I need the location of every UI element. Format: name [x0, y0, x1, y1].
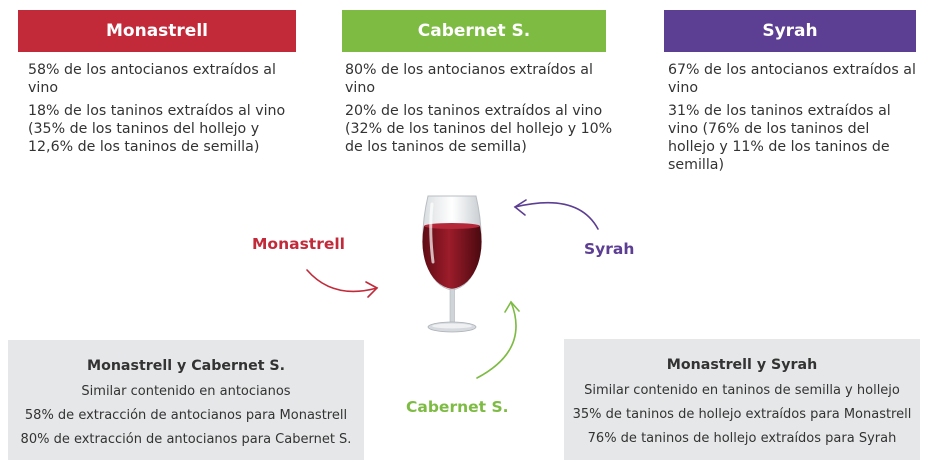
desc-cabernet-anthocyanins: 80% de los antocianos extraídos al vino: [345, 62, 593, 96]
label-syrah: Syrah: [584, 240, 635, 258]
desc-cabernet-tannins: 20% de los taninos extraídos al vino (32…: [345, 103, 613, 155]
desc-syrah: 67% de los antocianos extraídos al vino …: [668, 61, 918, 179]
desc-monastrell-tannins: 18% de los taninos extraídos al vino (35…: [28, 103, 286, 155]
panel-monastrell-cabernet: Monastrell y Cabernet S. Similar conteni…: [8, 340, 364, 460]
panel-monastrell-syrah-line-3: 76% de taninos de hollejo extraídos para…: [587, 431, 897, 446]
label-monastrell: Monastrell: [252, 235, 345, 253]
label-cabernet: Cabernet S.: [406, 398, 509, 416]
desc-syrah-tannins: 31% de los taninos extraídos al vino (76…: [668, 103, 891, 173]
panel-monastrell-syrah-line-1: Similar contenido en taninos de semilla …: [584, 383, 900, 398]
desc-monastrell: 58% de los antocianos extraídos al vino …: [28, 61, 298, 161]
panel-monastrell-cabernet-title: Monastrell y Cabernet S.: [86, 358, 286, 374]
panel-monastrell-syrah-line-2: 35% de taninos de hollejo extraídos para…: [572, 407, 912, 422]
header-monastrell: Monastrell: [18, 10, 296, 52]
panel-monastrell-syrah: Monastrell y Syrah Similar contenido en …: [564, 339, 920, 460]
wine-glass-icon: [422, 195, 482, 333]
panel-monastrell-cabernet-line-1: Similar contenido en antocianos: [81, 384, 291, 399]
panel-monastrell-syrah-title: Monastrell y Syrah: [666, 357, 818, 373]
header-syrah: Syrah: [664, 10, 916, 52]
desc-syrah-anthocyanins: 67% de los antocianos extraídos al vino: [668, 62, 916, 96]
desc-monastrell-anthocyanins: 58% de los antocianos extraídos al vino: [28, 62, 276, 96]
header-cabernet: Cabernet S.: [342, 10, 606, 52]
arrow-syrah: [513, 199, 599, 230]
panel-monastrell-cabernet-line-2: 58% de extracción de antocianos para Mon…: [24, 408, 348, 423]
arrow-monastrell: [306, 269, 379, 298]
desc-cabernet: 80% de los antocianos extraídos al vino …: [345, 61, 615, 161]
arrow-cabernet: [476, 300, 520, 379]
panel-monastrell-cabernet-line-3: 80% de extracción de antocianos para Cab…: [20, 432, 352, 447]
